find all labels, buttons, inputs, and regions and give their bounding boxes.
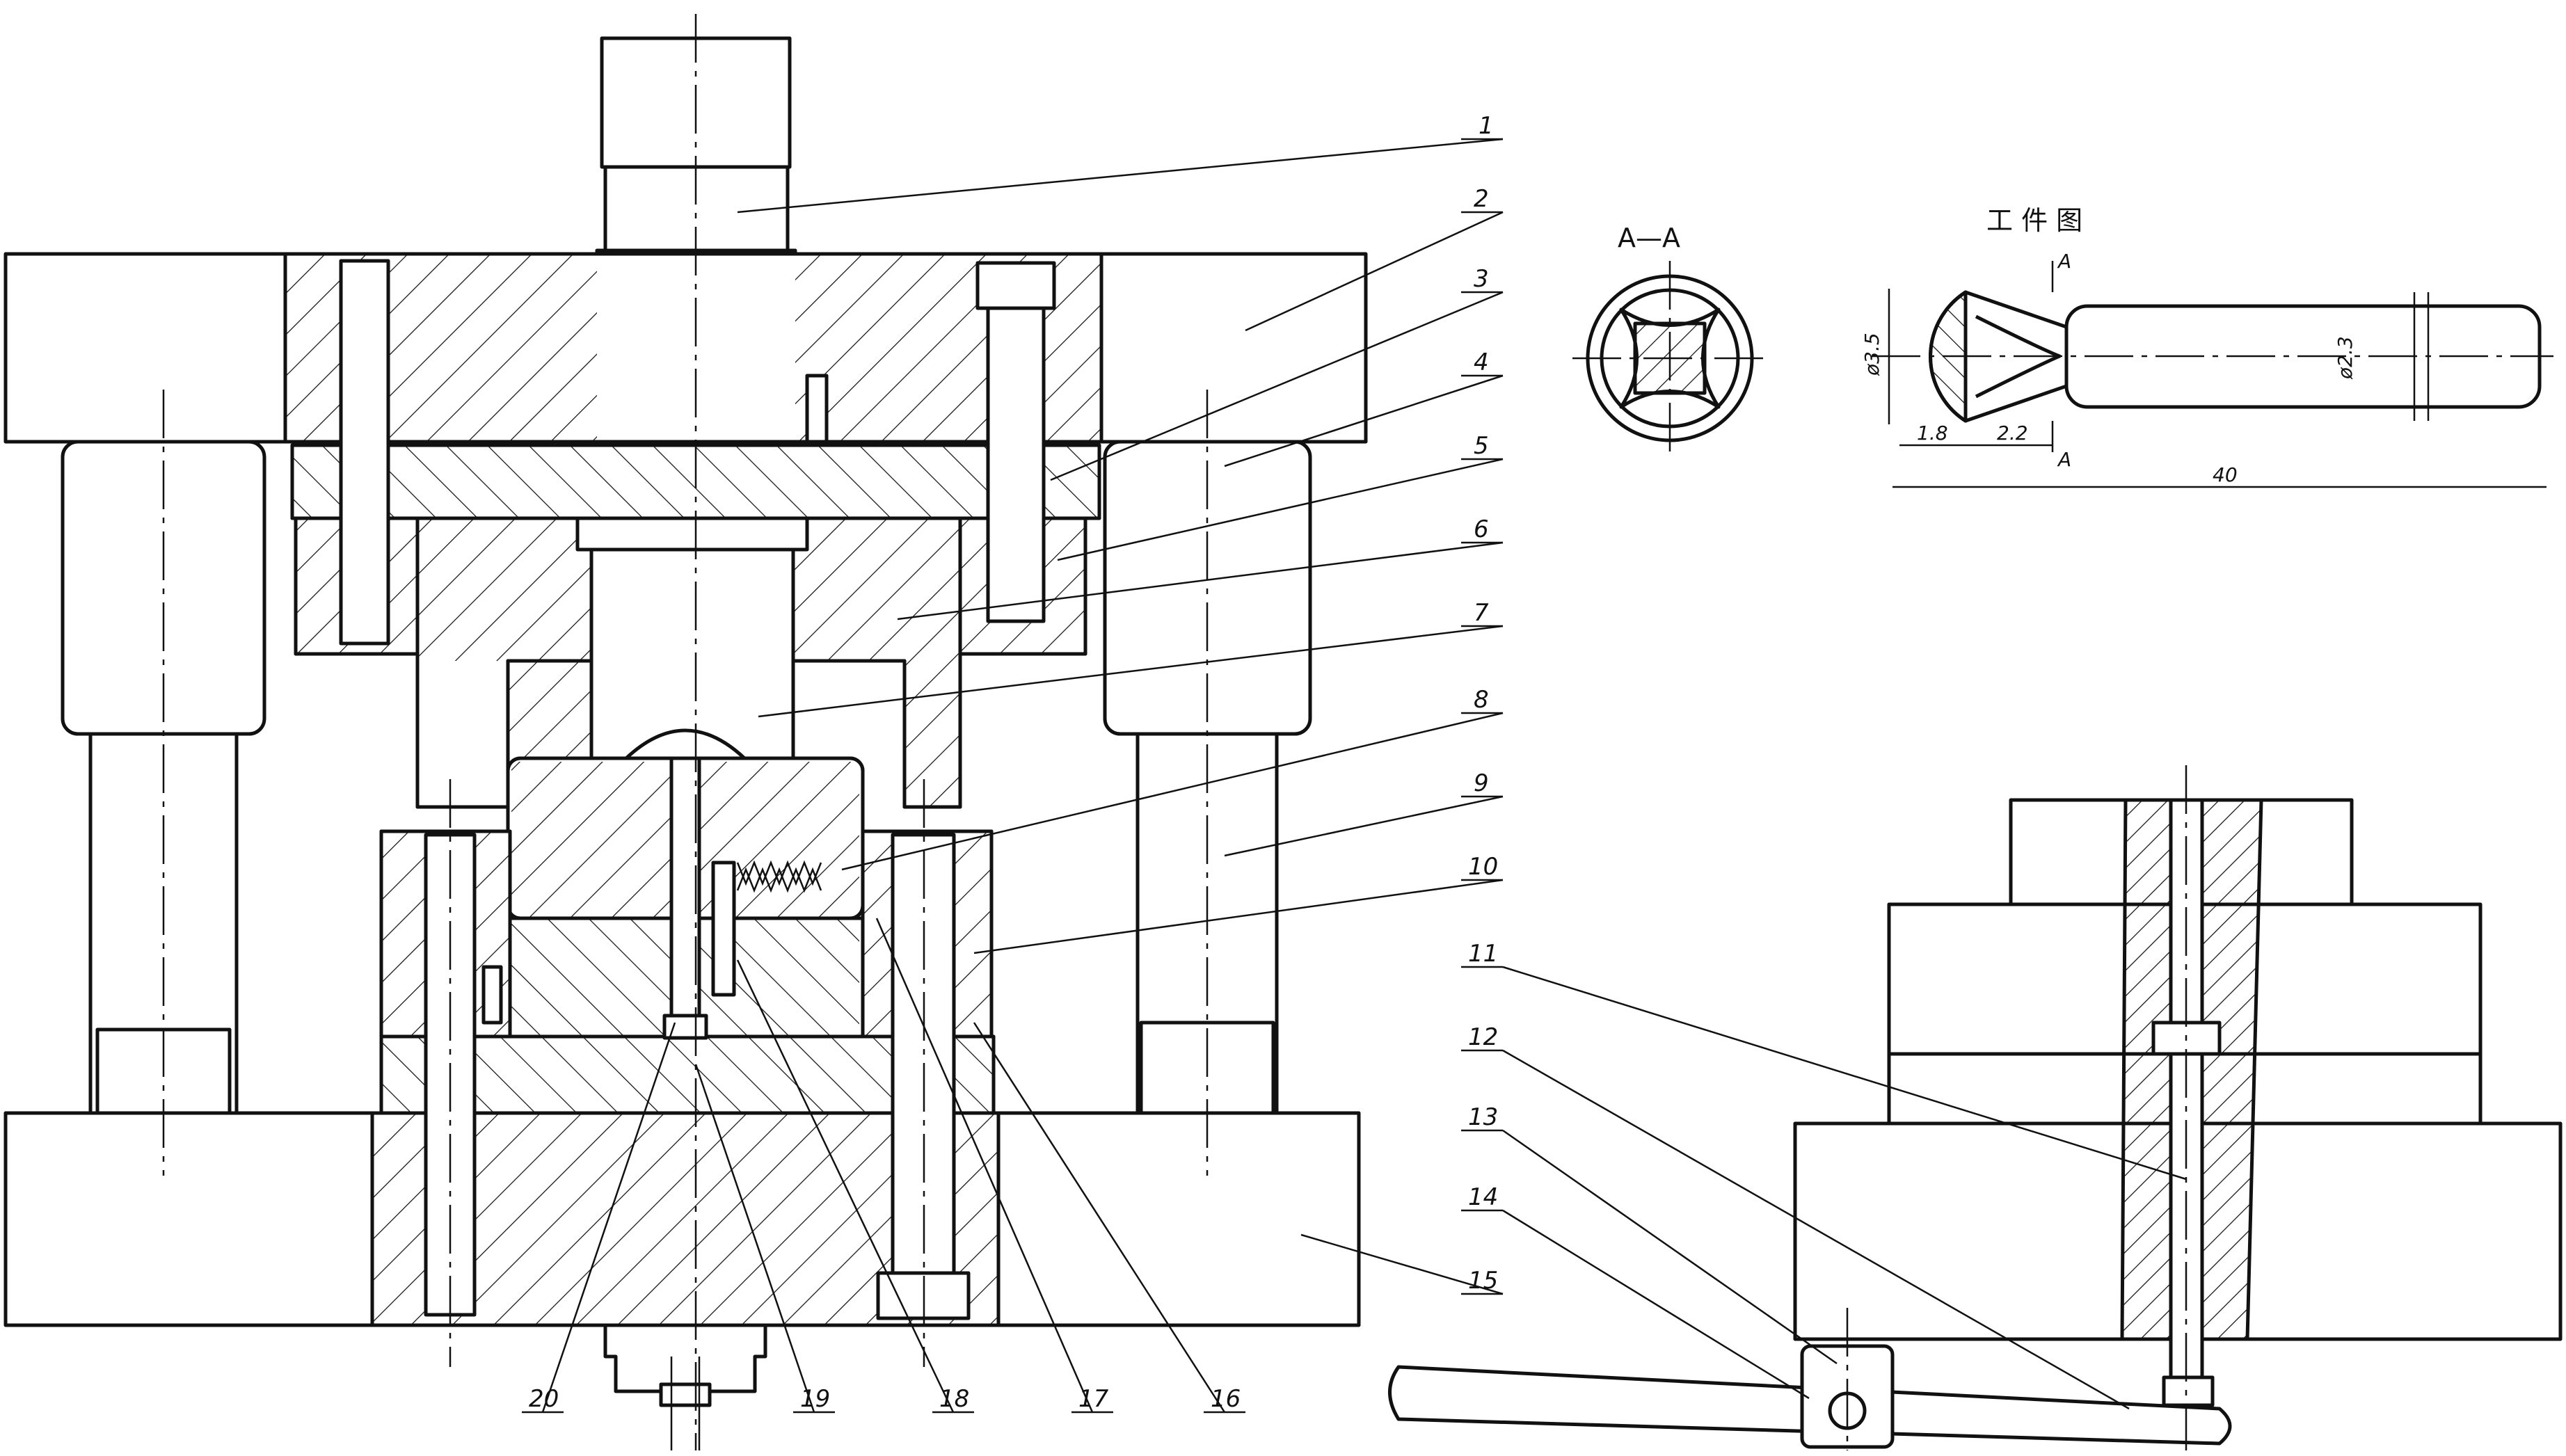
ejector-rod — [662, 756, 736, 1040]
stop-pin-upper — [805, 374, 829, 444]
part-label-20: 20 — [529, 1385, 559, 1413]
stop-pin-left — [481, 965, 503, 1025]
part-label-13: 13 — [1468, 1103, 1498, 1131]
dowel-pin-upper-left — [339, 259, 390, 646]
dim-head-diameter: ø3.5 — [1860, 333, 1883, 376]
upper-die-plate — [3, 252, 1368, 444]
part-label-18: 18 — [939, 1385, 969, 1413]
part-label-6: 6 — [1474, 515, 1489, 543]
cut-mark-bottom: A — [2057, 448, 2071, 471]
dim-total-length: 40 — [2213, 463, 2238, 486]
ejector-bolt-bottom — [659, 1357, 712, 1450]
lower-die-plate — [3, 1111, 1361, 1393]
part-numbers: 1 2 3 4 5 6 7 8 9 10 11 12 13 14 15 16 1… — [529, 112, 1498, 1413]
part-label-17: 17 — [1078, 1385, 1109, 1413]
ejector-detail — [1388, 765, 2563, 1450]
section-view-a-a: A—A — [1572, 223, 1767, 456]
section-label: A—A — [1618, 223, 1680, 253]
part-label-15: 15 — [1468, 1267, 1498, 1295]
upper-punch — [415, 516, 962, 809]
leader-lines — [522, 138, 2187, 1414]
spring — [736, 860, 822, 893]
cut-mark-top: A — [2057, 250, 2071, 273]
part-label-9: 9 — [1474, 769, 1489, 797]
workpiece-title: 工 件 图 — [1986, 205, 2082, 236]
part-label-12: 12 — [1468, 1023, 1498, 1051]
part-label-7: 7 — [1474, 599, 1489, 627]
part-label-5: 5 — [1474, 432, 1489, 460]
socket-screw-upper — [975, 261, 1056, 623]
part-label-10: 10 — [1468, 853, 1498, 881]
dim-head-length: 1.8 — [1917, 422, 1948, 445]
part-label-3: 3 — [1474, 265, 1489, 293]
part-label-16: 16 — [1211, 1385, 1241, 1413]
die-assembly-drawing — [3, 14, 1368, 1450]
part-label-1: 1 — [1479, 112, 1494, 140]
part-label-2: 2 — [1474, 185, 1489, 213]
workpiece-drawing: 工 件 图 A A ø3.5 ø2.3 1.8 2.2 40 — [1860, 205, 2553, 488]
part-label-4: 4 — [1474, 349, 1489, 376]
part-label-14: 14 — [1468, 1183, 1498, 1211]
dim-rod-diameter: ø2.3 — [2334, 336, 2357, 380]
part-label-19: 19 — [800, 1385, 830, 1413]
part-label-11: 11 — [1468, 940, 1498, 968]
part-label-8: 8 — [1474, 686, 1489, 714]
dim-cone-length: 2.2 — [1997, 422, 2028, 445]
